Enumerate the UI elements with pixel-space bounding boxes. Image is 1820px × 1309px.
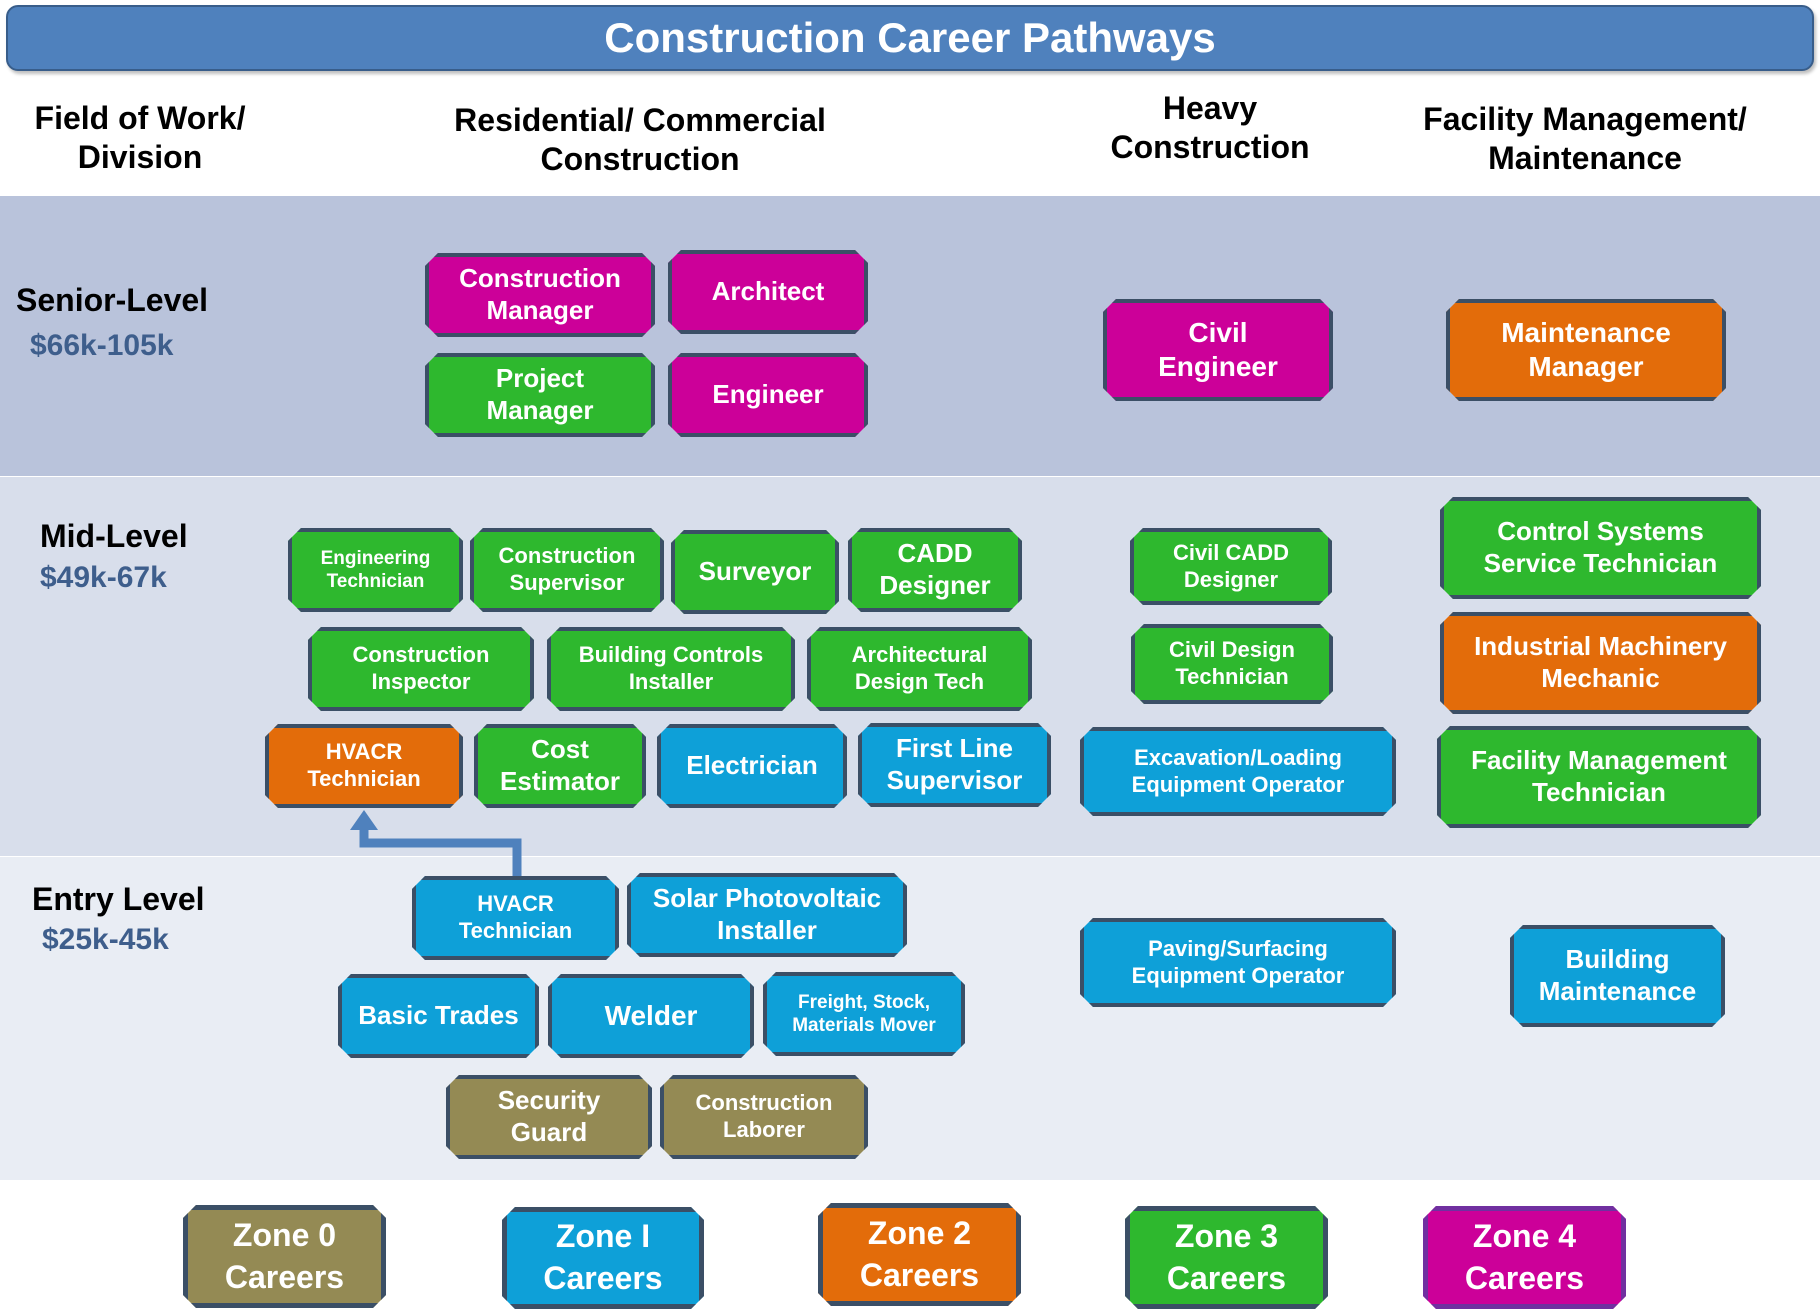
- entry-level-salary: $25k-45k: [42, 923, 169, 956]
- career-freight-stock-materials-mover: Freight, Stock, Materials Mover: [763, 972, 965, 1056]
- legend-zone-2: Zone 2 Careers: [818, 1203, 1021, 1306]
- career-civil-engineer: Civil Engineer: [1103, 299, 1333, 401]
- header-residential-commercial: Residential/ Commercial Construction: [454, 102, 826, 177]
- entry-level-label: Entry Level: [32, 881, 205, 917]
- career-hvacr-technician-mid: HVACR Technician: [265, 724, 463, 808]
- career-building-maintenance: Building Maintenance: [1510, 925, 1725, 1027]
- career-basic-trades: Basic Trades: [338, 974, 539, 1058]
- senior-level-salary: $66k-105k: [30, 329, 174, 362]
- career-electrician: Electrician: [657, 724, 847, 808]
- career-civil-design-technician: Civil Design Technician: [1131, 624, 1333, 704]
- career-industrial-machinery-mechanic: Industrial Machinery Mechanic: [1440, 612, 1761, 714]
- career-first-line-supervisor: First Line Supervisor: [858, 723, 1051, 807]
- career-architect: Architect: [668, 250, 868, 334]
- career-construction-manager: Construction Manager: [425, 253, 655, 337]
- career-construction-inspector: Construction Inspector: [308, 627, 534, 711]
- title-banner: Construction Career Pathways: [6, 5, 1814, 71]
- career-project-manager: Project Manager: [425, 353, 655, 437]
- career-engineer: Engineer: [668, 353, 868, 437]
- header-field-of-work: Field of Work/ Division: [34, 100, 246, 175]
- career-cadd-designer: CADD Designer: [848, 528, 1022, 612]
- legend-zone-1: Zone I Careers: [502, 1207, 704, 1309]
- senior-level-label: Senior-Level: [16, 282, 209, 318]
- mid-level-salary: $49k-67k: [40, 561, 167, 594]
- legend-zone-3: Zone 3 Careers: [1125, 1206, 1328, 1309]
- career-control-systems-technician: Control Systems Service Technician: [1440, 497, 1761, 599]
- legend-zone-0: Zone 0 Careers: [183, 1205, 386, 1308]
- career-facility-management-technician: Facility Management Technician: [1437, 726, 1761, 828]
- career-building-controls-installer: Building Controls Installer: [547, 627, 795, 711]
- career-architectural-design-tech: Architectural Design Tech: [807, 627, 1032, 711]
- career-solar-photovoltaic-installer: Solar Photovoltaic Installer: [627, 873, 907, 957]
- career-engineering-technician: Engineering Technician: [288, 528, 463, 612]
- career-surveyor: Surveyor: [671, 530, 839, 614]
- career-security-guard: Security Guard: [446, 1075, 652, 1159]
- career-hvacr-technician-entry: HVACR Technician: [412, 876, 619, 960]
- legend-zone-4: Zone 4 Careers: [1423, 1206, 1626, 1309]
- header-facility-management: Facility Management/ Maintenance: [1423, 101, 1747, 176]
- career-excavation-operator: Excavation/Loading Equipment Operator: [1080, 727, 1396, 816]
- mid-level-label: Mid-Level: [40, 518, 188, 554]
- career-civil-cadd-designer: Civil CADD Designer: [1130, 528, 1332, 605]
- career-maintenance-manager: Maintenance Manager: [1446, 299, 1726, 401]
- career-cost-estimator: Cost Estimator: [474, 724, 646, 808]
- career-paving-operator: Paving/Surfacing Equipment Operator: [1080, 918, 1396, 1007]
- header-heavy-construction: Heavy Construction: [1110, 90, 1310, 165]
- career-construction-supervisor: Construction Supervisor: [470, 528, 664, 612]
- career-construction-laborer: Construction Laborer: [660, 1075, 868, 1159]
- career-welder: Welder: [548, 974, 754, 1058]
